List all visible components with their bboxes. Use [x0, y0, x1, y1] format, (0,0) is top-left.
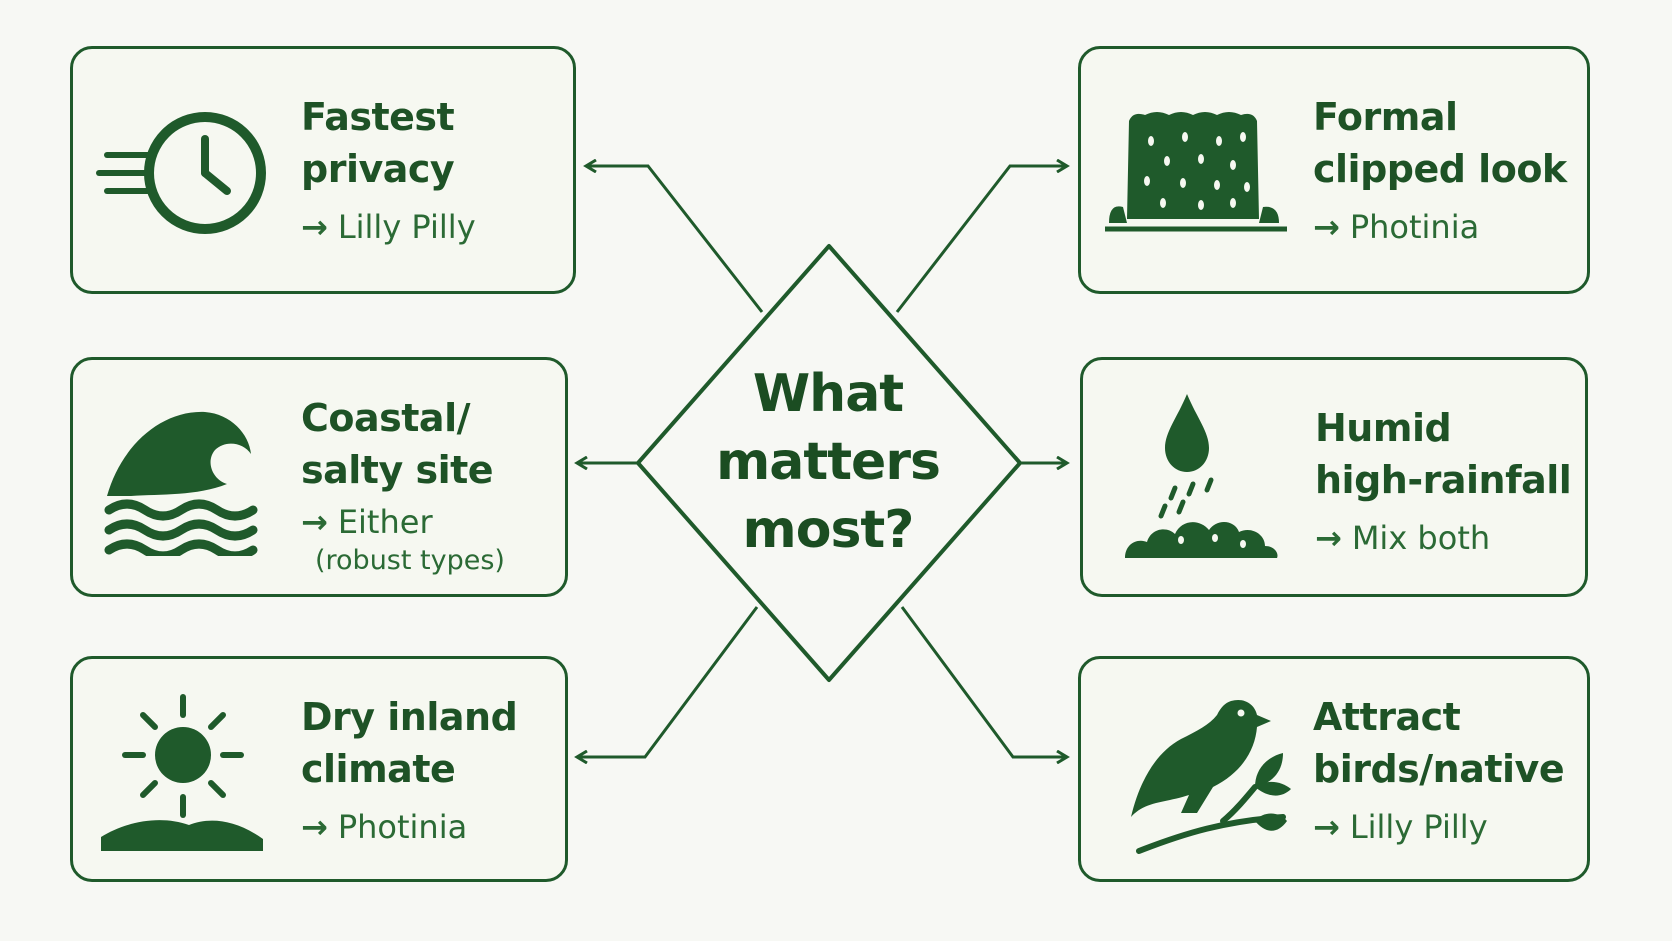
option-coastal-site: Coastal/ salty site →Either (robust type… [70, 357, 568, 597]
option-result: →Photinia [301, 808, 468, 846]
option-result: →Lilly Pilly [1313, 808, 1488, 846]
option-title: Coastal/ [301, 396, 470, 440]
raindrop-icon [1125, 394, 1278, 558]
option-title: climate [301, 747, 456, 791]
option-title: birds/native [1313, 747, 1565, 791]
wave-icon [104, 411, 258, 556]
option-attract-birds: Attract birds/native →Lilly Pilly [1078, 656, 1590, 882]
bird-icon [1131, 699, 1291, 854]
option-humid-rainfall: Humid high-rainfall →Mix both [1080, 357, 1588, 597]
arrow-right-icon: → [1315, 519, 1342, 557]
option-title: Attract [1313, 695, 1461, 739]
option-title: Fastest [301, 95, 455, 139]
sun-icon [101, 694, 263, 851]
option-dry-inland: Dry inland climate →Photinia [70, 656, 568, 882]
option-title: high-rainfall [1315, 458, 1572, 502]
option-title: Formal [1313, 95, 1458, 139]
option-result: →Mix both [1315, 519, 1491, 557]
option-title: Humid [1315, 406, 1452, 450]
decision-question: What matters most? [716, 364, 941, 560]
clock-icon [96, 112, 266, 234]
option-title: salty site [301, 448, 494, 492]
option-formal-clipped: Formal clipped look →Photinia [1078, 46, 1590, 294]
connector-privacy [587, 166, 764, 313]
option-fastest-privacy: Fastest privacy →Lilly Pilly [70, 46, 576, 294]
option-result: →Photinia [1313, 208, 1480, 246]
option-note: (robust types) [315, 545, 505, 576]
arrow-right-icon: → [301, 503, 328, 541]
option-result: →Lilly Pilly [301, 208, 476, 246]
connector-formal [895, 166, 1066, 313]
arrow-right-icon: → [301, 208, 328, 246]
option-result: →Either [301, 503, 433, 541]
hedge-icon [1105, 112, 1287, 232]
arrow-right-icon: → [1313, 808, 1340, 846]
arrow-right-icon: → [1313, 208, 1340, 246]
arrow-right-icon: → [301, 808, 328, 846]
connector-birds [900, 606, 1066, 757]
option-title: privacy [301, 147, 455, 191]
option-title: Dry inland [301, 695, 518, 739]
connector-dry [578, 606, 759, 757]
option-title: clipped look [1313, 147, 1567, 191]
